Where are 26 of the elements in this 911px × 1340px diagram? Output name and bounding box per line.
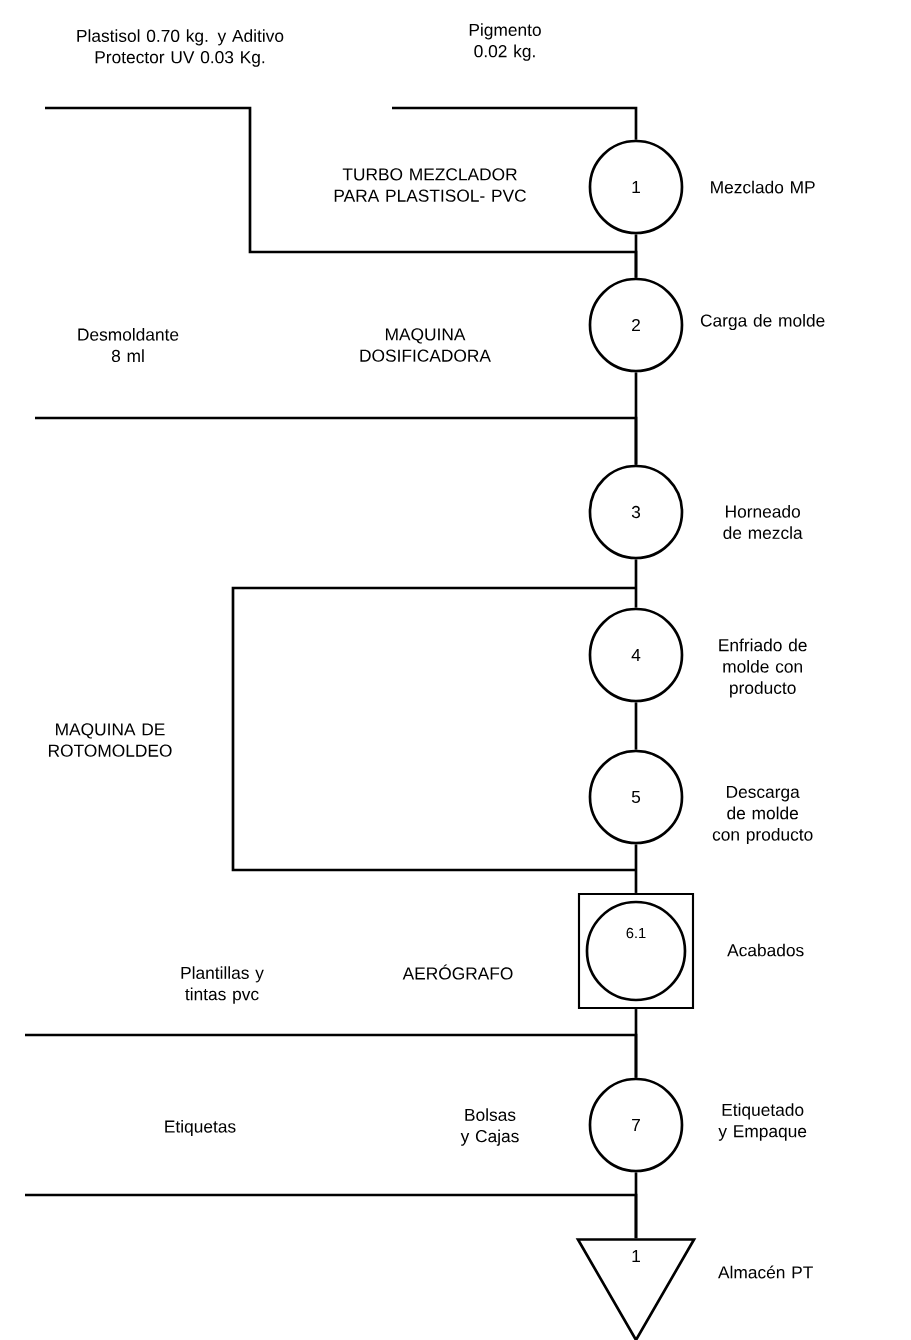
step-label: Horneado de mezcla bbox=[723, 504, 803, 540]
flow-line bbox=[634, 844, 638, 893]
flow-line bbox=[634, 702, 638, 750]
flow-line bbox=[634, 1172, 638, 1239]
note-label: Plantillas y tintas pvc bbox=[181, 966, 264, 1004]
step-label: Almacén PT bbox=[718, 1265, 813, 1279]
flow-line bbox=[634, 559, 638, 608]
input-line bbox=[392, 106, 638, 140]
step-label: Etiquetado y Empaque bbox=[718, 1103, 807, 1141]
step-label: Mezclado MP bbox=[711, 180, 815, 194]
flow-line bbox=[634, 1009, 638, 1078]
flow-line bbox=[634, 234, 638, 278]
note-label: Pigmento 0.02 kg. bbox=[469, 23, 541, 61]
note-label: AERÓGRAFO bbox=[402, 964, 513, 980]
note-label: MAQUINA DE ROTOMOLDEO bbox=[49, 723, 172, 757]
note-label: Desmoldante 8 ml bbox=[78, 328, 179, 363]
step-label: Acabados bbox=[727, 943, 804, 957]
note-label: Etiquetas bbox=[165, 1119, 236, 1137]
note-label: MAQUINA DOSIFICADORA bbox=[360, 328, 491, 362]
note-label: Plastisol 0.70 kg. y Aditivo Protector UV 0.03 Kg. bbox=[77, 29, 284, 67]
note-label: Bolsas y Cajas bbox=[460, 1108, 519, 1146]
step-label: Carga de molde bbox=[700, 313, 825, 331]
step-label: Descarga de molde con producto bbox=[712, 785, 813, 845]
note-label: TURBO MEZCLADOR PARA PLASTISOL- PVC bbox=[334, 168, 526, 202]
step-label: Enfriado de molde con producto bbox=[719, 638, 807, 698]
flow-line bbox=[634, 372, 638, 465]
